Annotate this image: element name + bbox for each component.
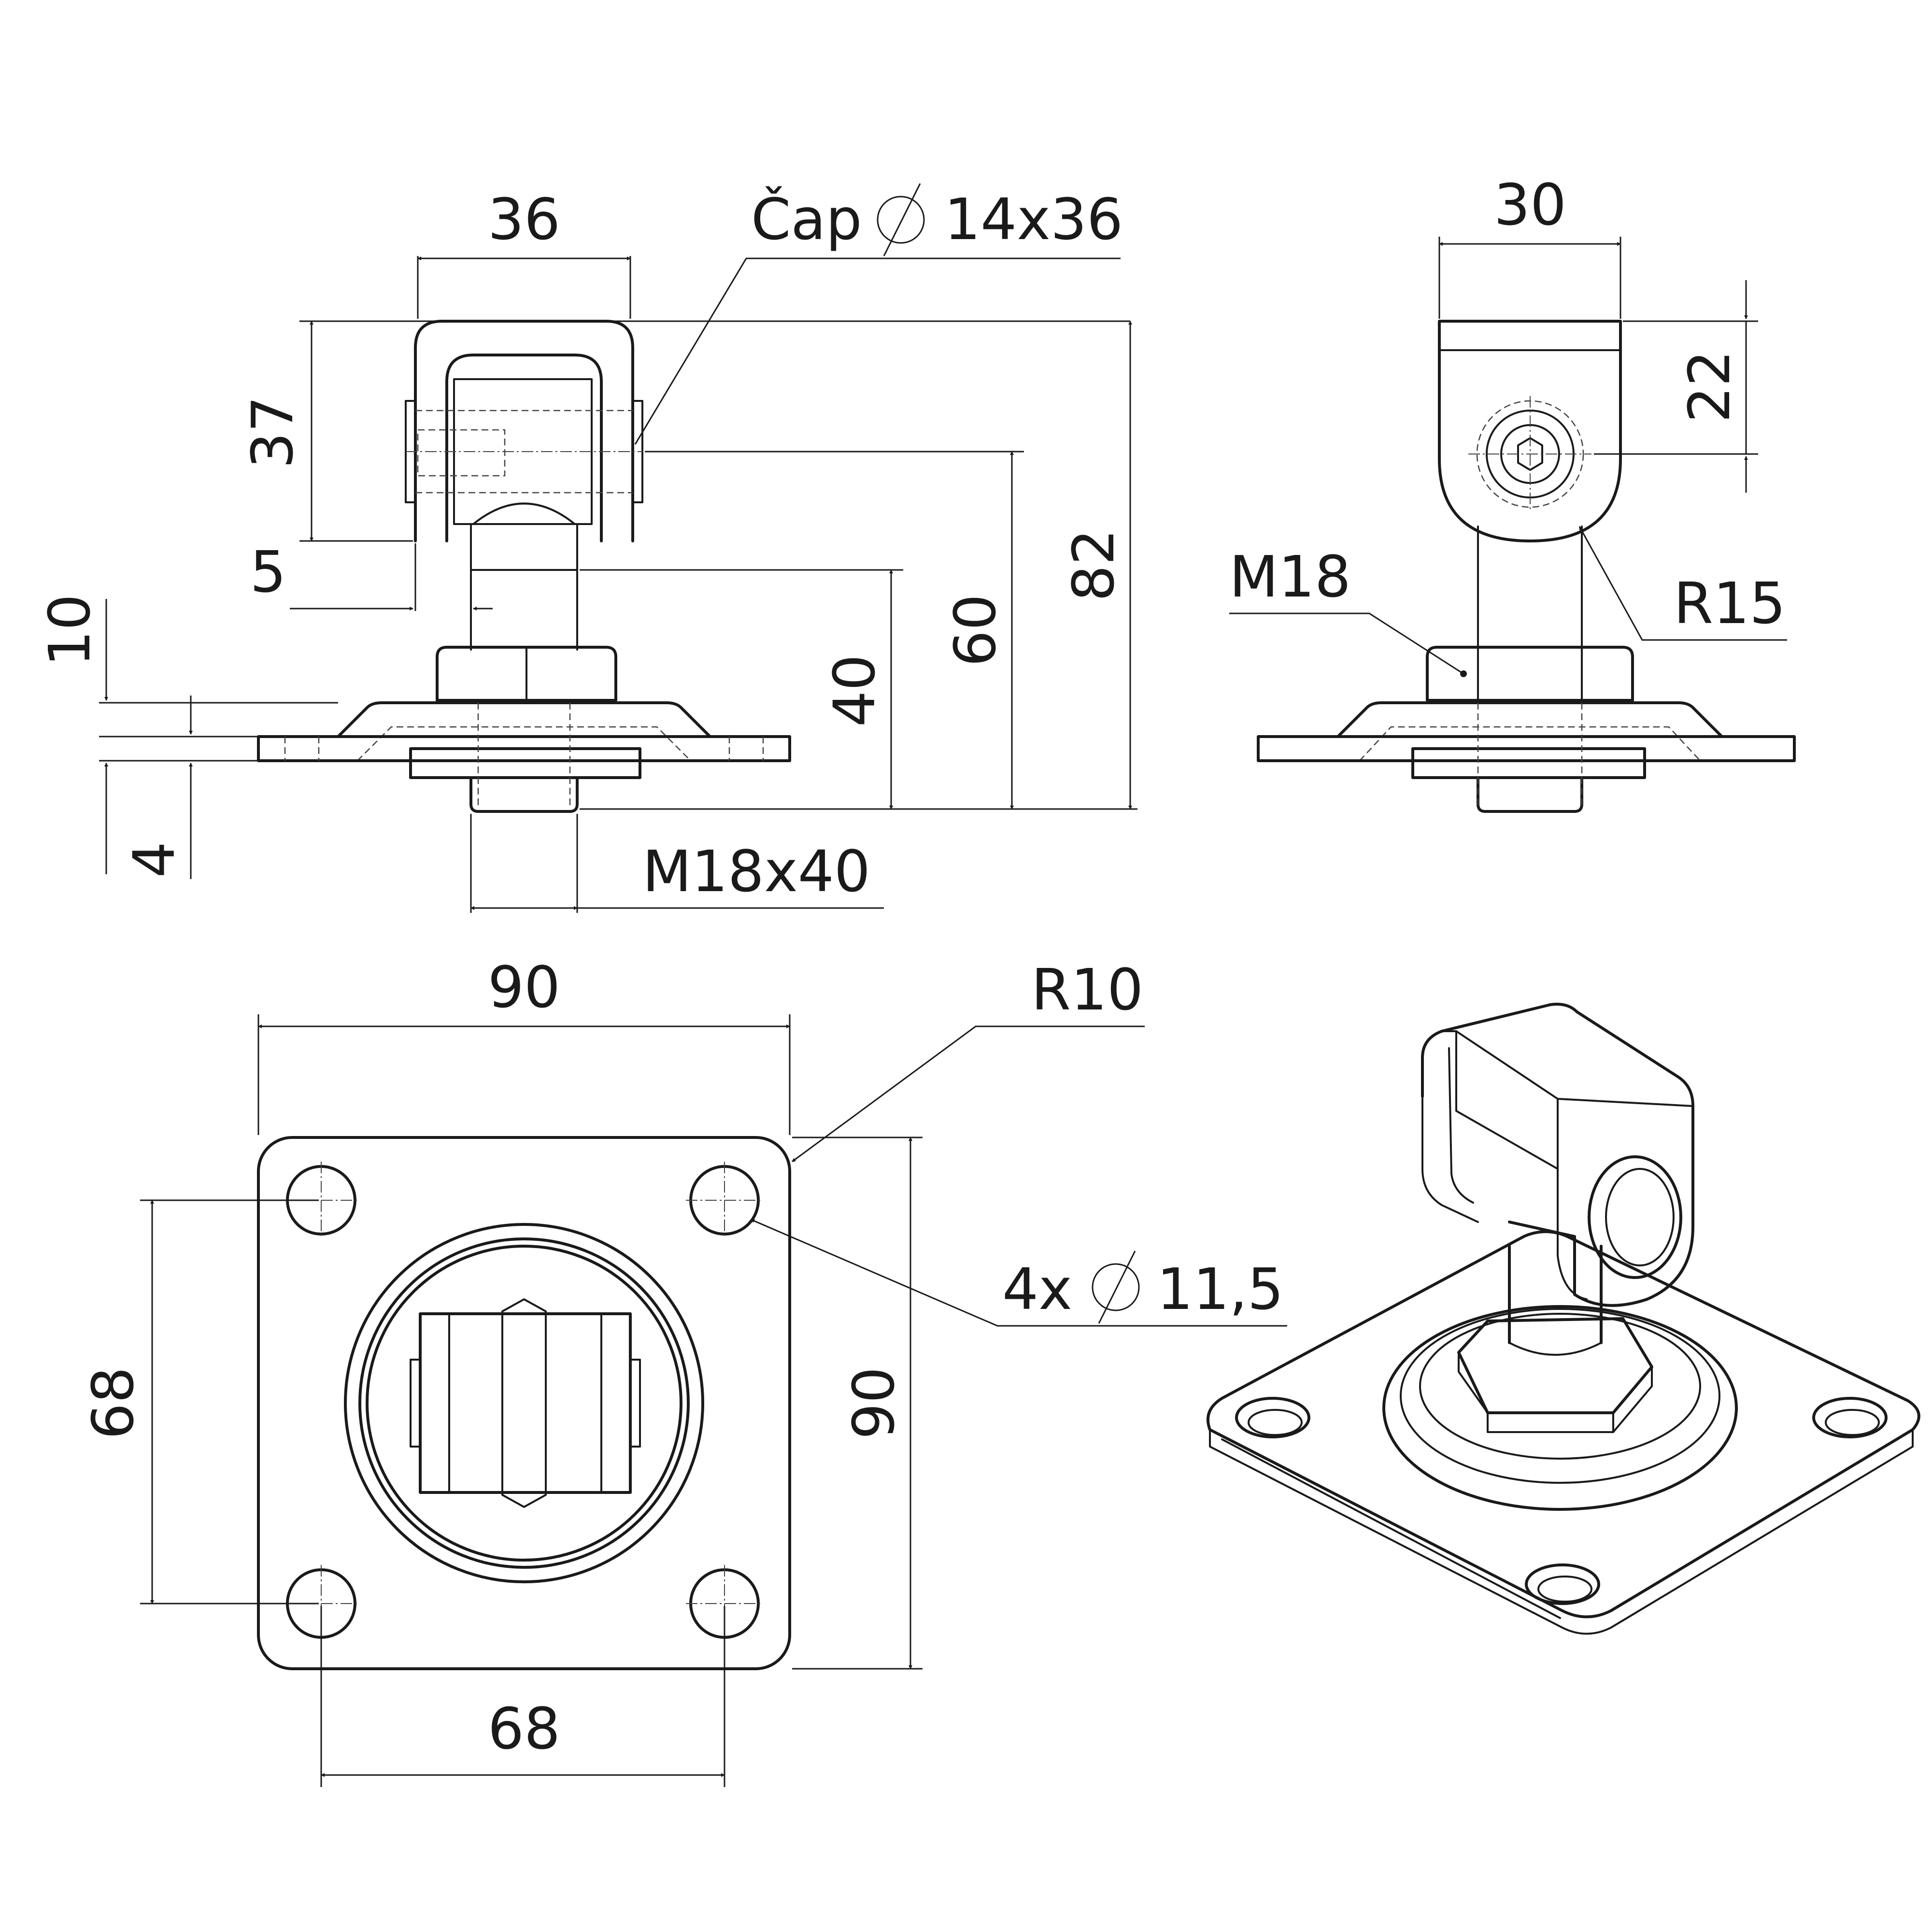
diameter-icon <box>877 183 925 256</box>
iso-pin-head <box>1588 1155 1682 1279</box>
threaded-rod <box>469 776 579 813</box>
hex-nut <box>436 646 617 702</box>
dim-width-36: 36 <box>488 186 560 253</box>
dim-thread-m18x40: M18x40 <box>642 838 870 905</box>
dim-base-top-10: 10 <box>36 594 103 667</box>
dim-end-thread-m18: M18 <box>1229 543 1351 610</box>
top-view: 90 R10 90 4x 11,5 68 68 <box>80 954 1287 1787</box>
dim-offset-5: 5 <box>250 539 286 605</box>
dim-pin-label: Čap <box>751 186 862 253</box>
dim-end-height-22: 22 <box>1676 350 1743 423</box>
iso-base-plate <box>1206 1230 1920 1619</box>
end-view: 30 22 M18 R15 <box>1229 171 1796 813</box>
dim-hole-spacing-y-68: 68 <box>80 1367 146 1439</box>
dim-total-height-82: 82 <box>1060 529 1127 601</box>
top-plate-outline <box>257 1136 791 1670</box>
mounting-holes <box>283 1162 763 1642</box>
pivot-arc <box>472 502 576 525</box>
isometric-view <box>1206 1003 1920 1635</box>
dim-plate-height-90: 90 <box>840 1367 907 1439</box>
end-bracket <box>1438 320 1622 542</box>
side-view: 36 Čap 14x36 37 5 10 4 40 <box>36 183 1137 913</box>
dim-threaded-height-40: 40 <box>821 654 888 727</box>
hinge-bracket-inner <box>445 354 603 542</box>
washer <box>409 747 641 779</box>
dome-base <box>337 701 711 738</box>
iso-hex-nut <box>1457 1317 1653 1414</box>
base-plate <box>257 735 791 762</box>
iso-dome <box>1382 1305 1738 1511</box>
dim-plate-thickness-4: 4 <box>121 841 187 878</box>
dim-pin-height-60: 60 <box>942 594 1009 667</box>
dim-hole-spacing-x-68: 68 <box>488 1695 560 1762</box>
dim-pin-size: 14x36 <box>944 186 1123 253</box>
dim-upper-height-37: 37 <box>239 396 306 469</box>
dim-end-width-30: 30 <box>1494 171 1566 238</box>
dim-plate-width-90: 90 <box>488 954 560 1021</box>
dim-hole-diameter: 11,5 <box>1157 1256 1284 1322</box>
diameter-icon <box>1092 1250 1140 1324</box>
dim-corner-radius-r10: R10 <box>1031 956 1143 1023</box>
dim-holes-count: 4x <box>1002 1256 1072 1322</box>
dim-end-radius-r15: R15 <box>1674 570 1786 637</box>
top-bracket <box>419 1312 632 1494</box>
